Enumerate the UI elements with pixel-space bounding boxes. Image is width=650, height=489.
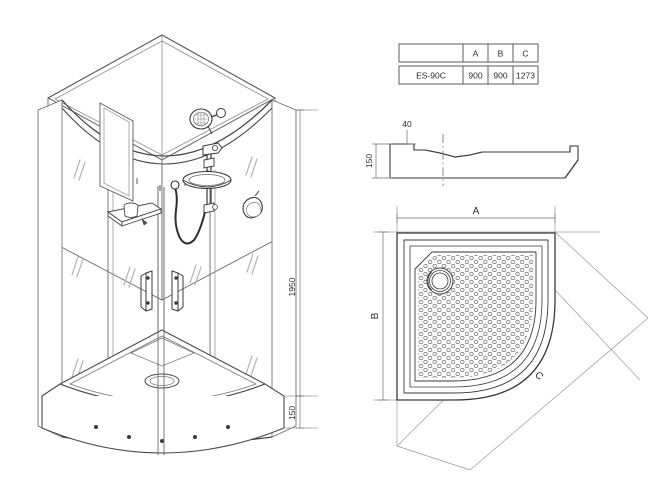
section-dimension-150: 150 — [364, 143, 392, 179]
spec-table-header-c: C — [522, 49, 528, 59]
elevation-dimension-1950-label: 1950 — [287, 277, 297, 296]
spec-table-header-b: B — [498, 49, 504, 59]
mirror-panel — [99, 102, 134, 202]
riser-rail — [182, 142, 232, 214]
tray-fixings — [94, 425, 230, 443]
glass-highlight-marks — [71, 156, 259, 398]
elevation-dimension-150-label: 150 — [287, 406, 297, 420]
hand-shower-hose — [170, 180, 206, 245]
soap-dish — [182, 171, 232, 189]
plan-dimension-a: A — [396, 206, 556, 223]
shower-head — [189, 108, 226, 135]
spec-table-value-c: 1273 — [516, 71, 535, 81]
curved-tray — [40, 329, 286, 454]
isometric-enclosure-view: 1950 150 — [37, 34, 318, 455]
elevation-dimension-150: 150 — [287, 395, 304, 429]
spec-table-model: ES-90C — [416, 71, 446, 81]
door-post-extensions — [157, 300, 165, 455]
drain-hole — [426, 267, 454, 295]
sliding-door-handles — [140, 270, 184, 312]
section-dimension-40: 40 — [402, 119, 416, 145]
right-fixed-glass-panel — [271, 99, 297, 438]
corner-shelf — [106, 202, 163, 227]
plan-label-a: A — [473, 206, 480, 217]
plan-tray-rim-outer — [403, 239, 549, 394]
plan-dimension-b: B — [370, 231, 388, 401]
mixer-tap — [242, 190, 263, 219]
section-dimension-40-label: 40 — [402, 119, 412, 129]
spec-table-value-a: 900 — [468, 71, 482, 81]
spec-table-value-b: 900 — [493, 71, 507, 81]
tray-cross-section-view: 40 150 — [364, 119, 579, 186]
elevation-dimensions: 1950 150 — [284, 109, 318, 429]
hose-connector — [170, 180, 180, 190]
spec-table: A B C ES-90C 900 900 1273 — [398, 43, 539, 85]
plan-label-b: B — [370, 312, 381, 319]
tray-plan-view: A B C — [370, 206, 649, 471]
plan-tray-rim-inner — [409, 245, 543, 388]
section-dimension-150-label: 150 — [364, 154, 374, 168]
spec-table-header-a: A — [473, 49, 479, 59]
